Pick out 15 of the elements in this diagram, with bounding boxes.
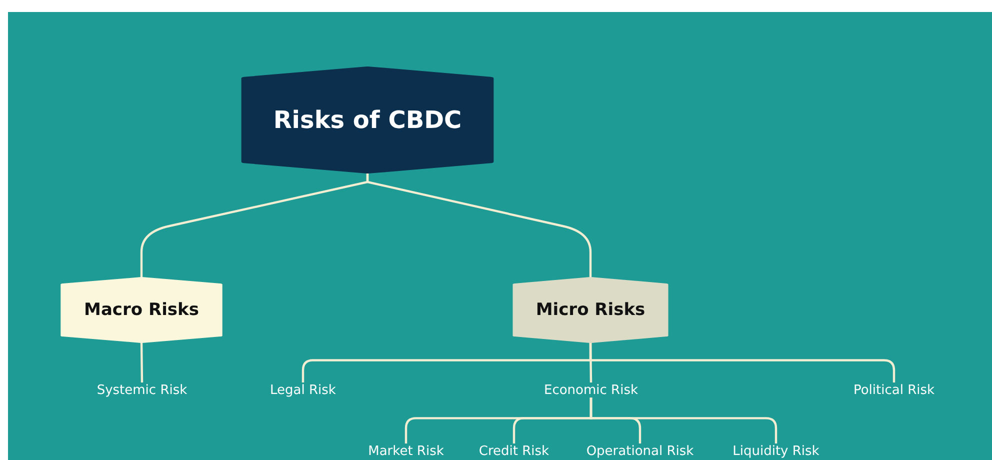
category-label: Micro Risks: [536, 300, 646, 320]
risk-label: Operational Risk: [586, 444, 694, 458]
risk-label: Economic Risk: [544, 382, 638, 398]
connector-line: [589, 342, 896, 382]
risk-label: Liquidity Risk: [732, 444, 820, 458]
risk-label: Systemic Risk: [96, 382, 188, 398]
risk-label: Market Risk: [368, 444, 444, 458]
root-title: Risks of CBDC: [273, 106, 462, 134]
risk-label: Credit Risk: [478, 444, 550, 458]
category-label: Macro Risks: [84, 300, 199, 320]
connector-line: [366, 172, 592, 278]
connector-line: [140, 342, 144, 383]
connector-line: [590, 398, 778, 444]
risk-label: Political Risk: [853, 382, 935, 398]
risk-label: Legal Risk: [270, 382, 336, 398]
